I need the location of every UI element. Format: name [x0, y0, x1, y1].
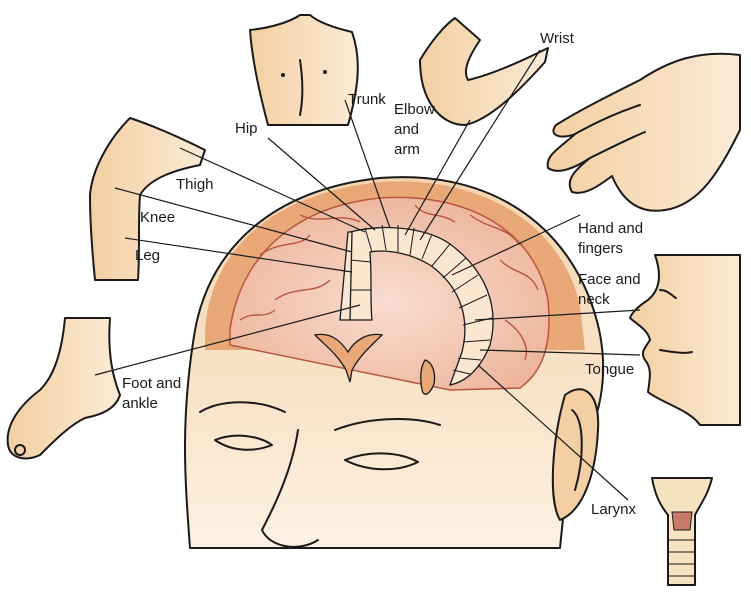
label-foot-line-2: ankle	[122, 395, 158, 412]
foot-illustration	[6, 317, 121, 460]
leader-knee	[114, 187, 353, 253]
ventricle-shape	[313, 333, 384, 383]
elbow-arm-illustration	[419, 17, 549, 126]
label-hip: Hip	[235, 120, 258, 137]
left-eye	[214, 434, 273, 451]
label-tongue: Tongue	[585, 361, 634, 378]
cortex-segments	[349, 224, 493, 375]
leader-hip	[267, 137, 376, 231]
hand-illustration	[546, 52, 741, 212]
label-face-line-1: Face and	[578, 271, 641, 288]
label-larynx: Larynx	[591, 501, 637, 518]
right-eye	[344, 452, 419, 471]
leader-foot-ankle	[94, 304, 361, 376]
label-wrist: Wrist	[540, 30, 575, 47]
label-leg: Leg	[135, 247, 160, 264]
right-eyebrow	[334, 418, 441, 431]
leader-face-neck	[474, 309, 641, 321]
labels: Wrist Trunk Elbow and arm Hip Thigh Knee…	[122, 30, 643, 518]
leader-trunk	[344, 99, 391, 229]
brain	[205, 181, 585, 395]
label-foot-line-1: Foot and	[122, 375, 181, 392]
label-elbow-line-2: and	[394, 121, 419, 138]
label-trunk: Trunk	[348, 91, 386, 108]
brain-gyri	[239, 204, 539, 361]
label-knee: Knee	[140, 209, 175, 226]
nose	[261, 429, 319, 548]
leader-tongue	[479, 349, 641, 356]
label-thigh: Thigh	[176, 176, 214, 193]
leader-larynx	[477, 364, 629, 501]
ear	[551, 388, 600, 521]
leader-hand-fingers	[451, 214, 581, 276]
leader-wrist	[419, 49, 541, 241]
face-profile-illustration	[629, 254, 741, 426]
leader-elbow-arm	[404, 119, 471, 236]
torso-illustration	[249, 14, 359, 126]
label-hand-line-2: fingers	[578, 240, 623, 257]
label-elbow-line-1: Elbow	[394, 101, 435, 118]
leader-lines	[94, 49, 641, 501]
leader-thigh	[179, 147, 366, 233]
leader-leg	[124, 237, 353, 273]
label-elbow-line-3: arm	[394, 141, 420, 158]
larynx-illustration	[651, 477, 713, 586]
label-hand-line-1: Hand and	[578, 220, 643, 237]
left-eyebrow	[199, 401, 286, 413]
label-face-line-2: neck	[578, 291, 610, 308]
motor-cortex-strip	[348, 226, 494, 386]
